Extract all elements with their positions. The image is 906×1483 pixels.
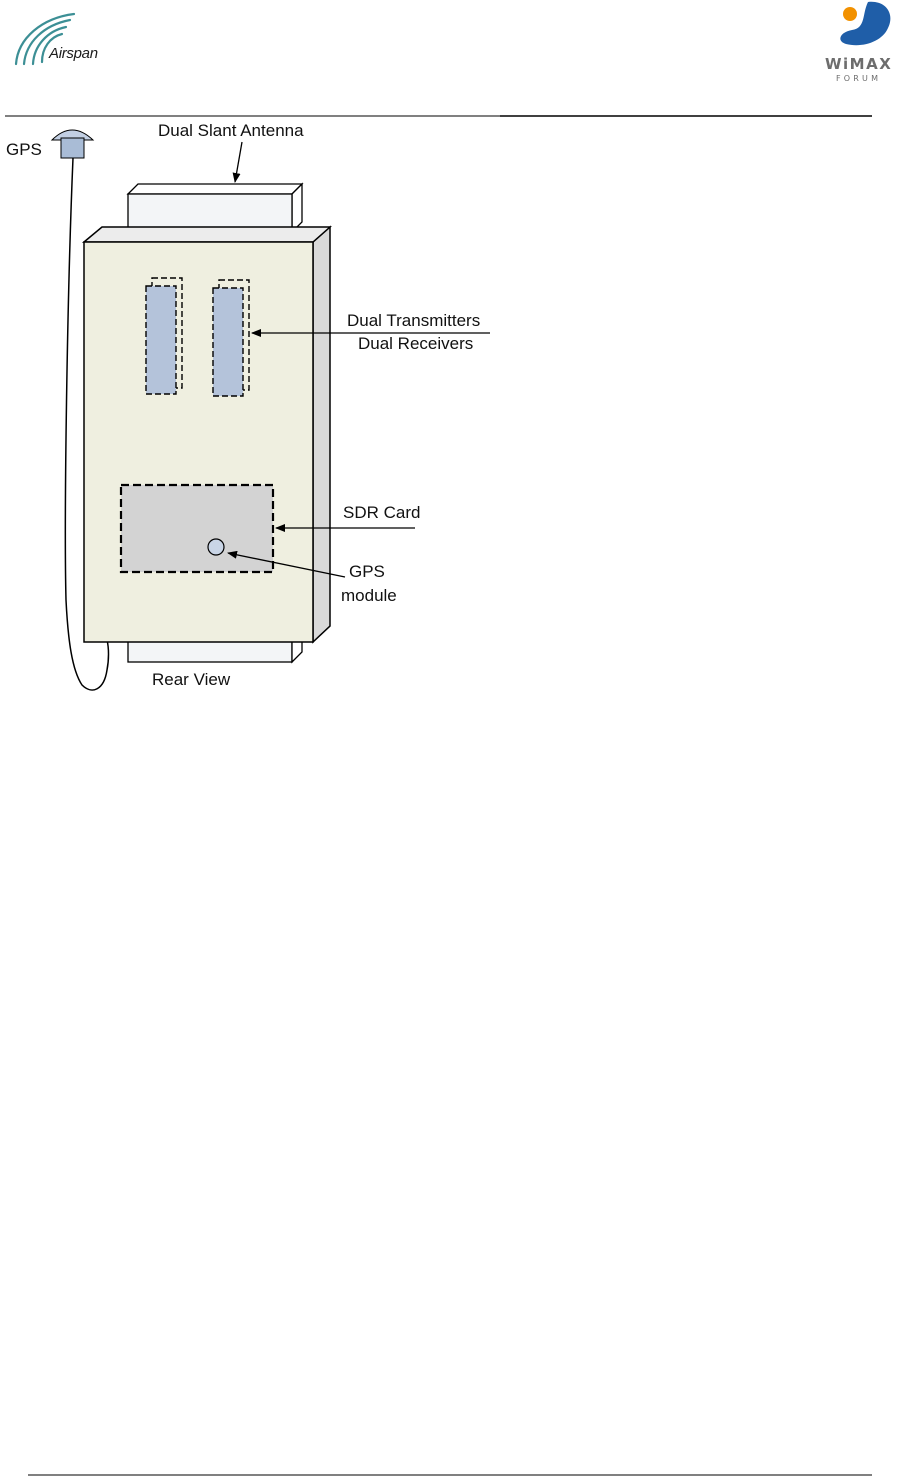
gps-module-label-line1: GPS — [349, 562, 385, 581]
gps-label: GPS — [6, 140, 42, 159]
sdr-card — [121, 485, 273, 572]
antenna-arrow — [235, 142, 242, 182]
chassis-top — [84, 227, 330, 242]
wimax-logo-text: WiMAX — [825, 55, 892, 73]
gps-module-icon — [208, 539, 224, 555]
sdr-card-label: SDR Card — [343, 503, 420, 522]
receivers-label: Dual Receivers — [358, 334, 473, 353]
airspan-logo: Airspan — [16, 14, 98, 64]
chassis-face — [84, 242, 313, 642]
antenna-label: Dual Slant Antenna — [158, 121, 304, 140]
gps-antenna-icon — [52, 130, 93, 158]
base-station-diagram: GPS Dual Slant Antenna Dual Transmitters… — [6, 121, 490, 690]
wimax-forum-logo: WiMAX FORUM — [825, 2, 892, 83]
wimax-forum-subtext: FORUM — [836, 74, 881, 83]
wimax-orange-dot-icon — [843, 7, 857, 21]
chassis — [84, 227, 330, 642]
chassis-side — [313, 227, 330, 642]
airspan-logo-text: Airspan — [48, 45, 98, 62]
gps-module-label-line2: module — [341, 586, 397, 605]
rear-view-label: Rear View — [152, 670, 231, 689]
transmitters-label: Dual Transmitters — [347, 311, 480, 330]
